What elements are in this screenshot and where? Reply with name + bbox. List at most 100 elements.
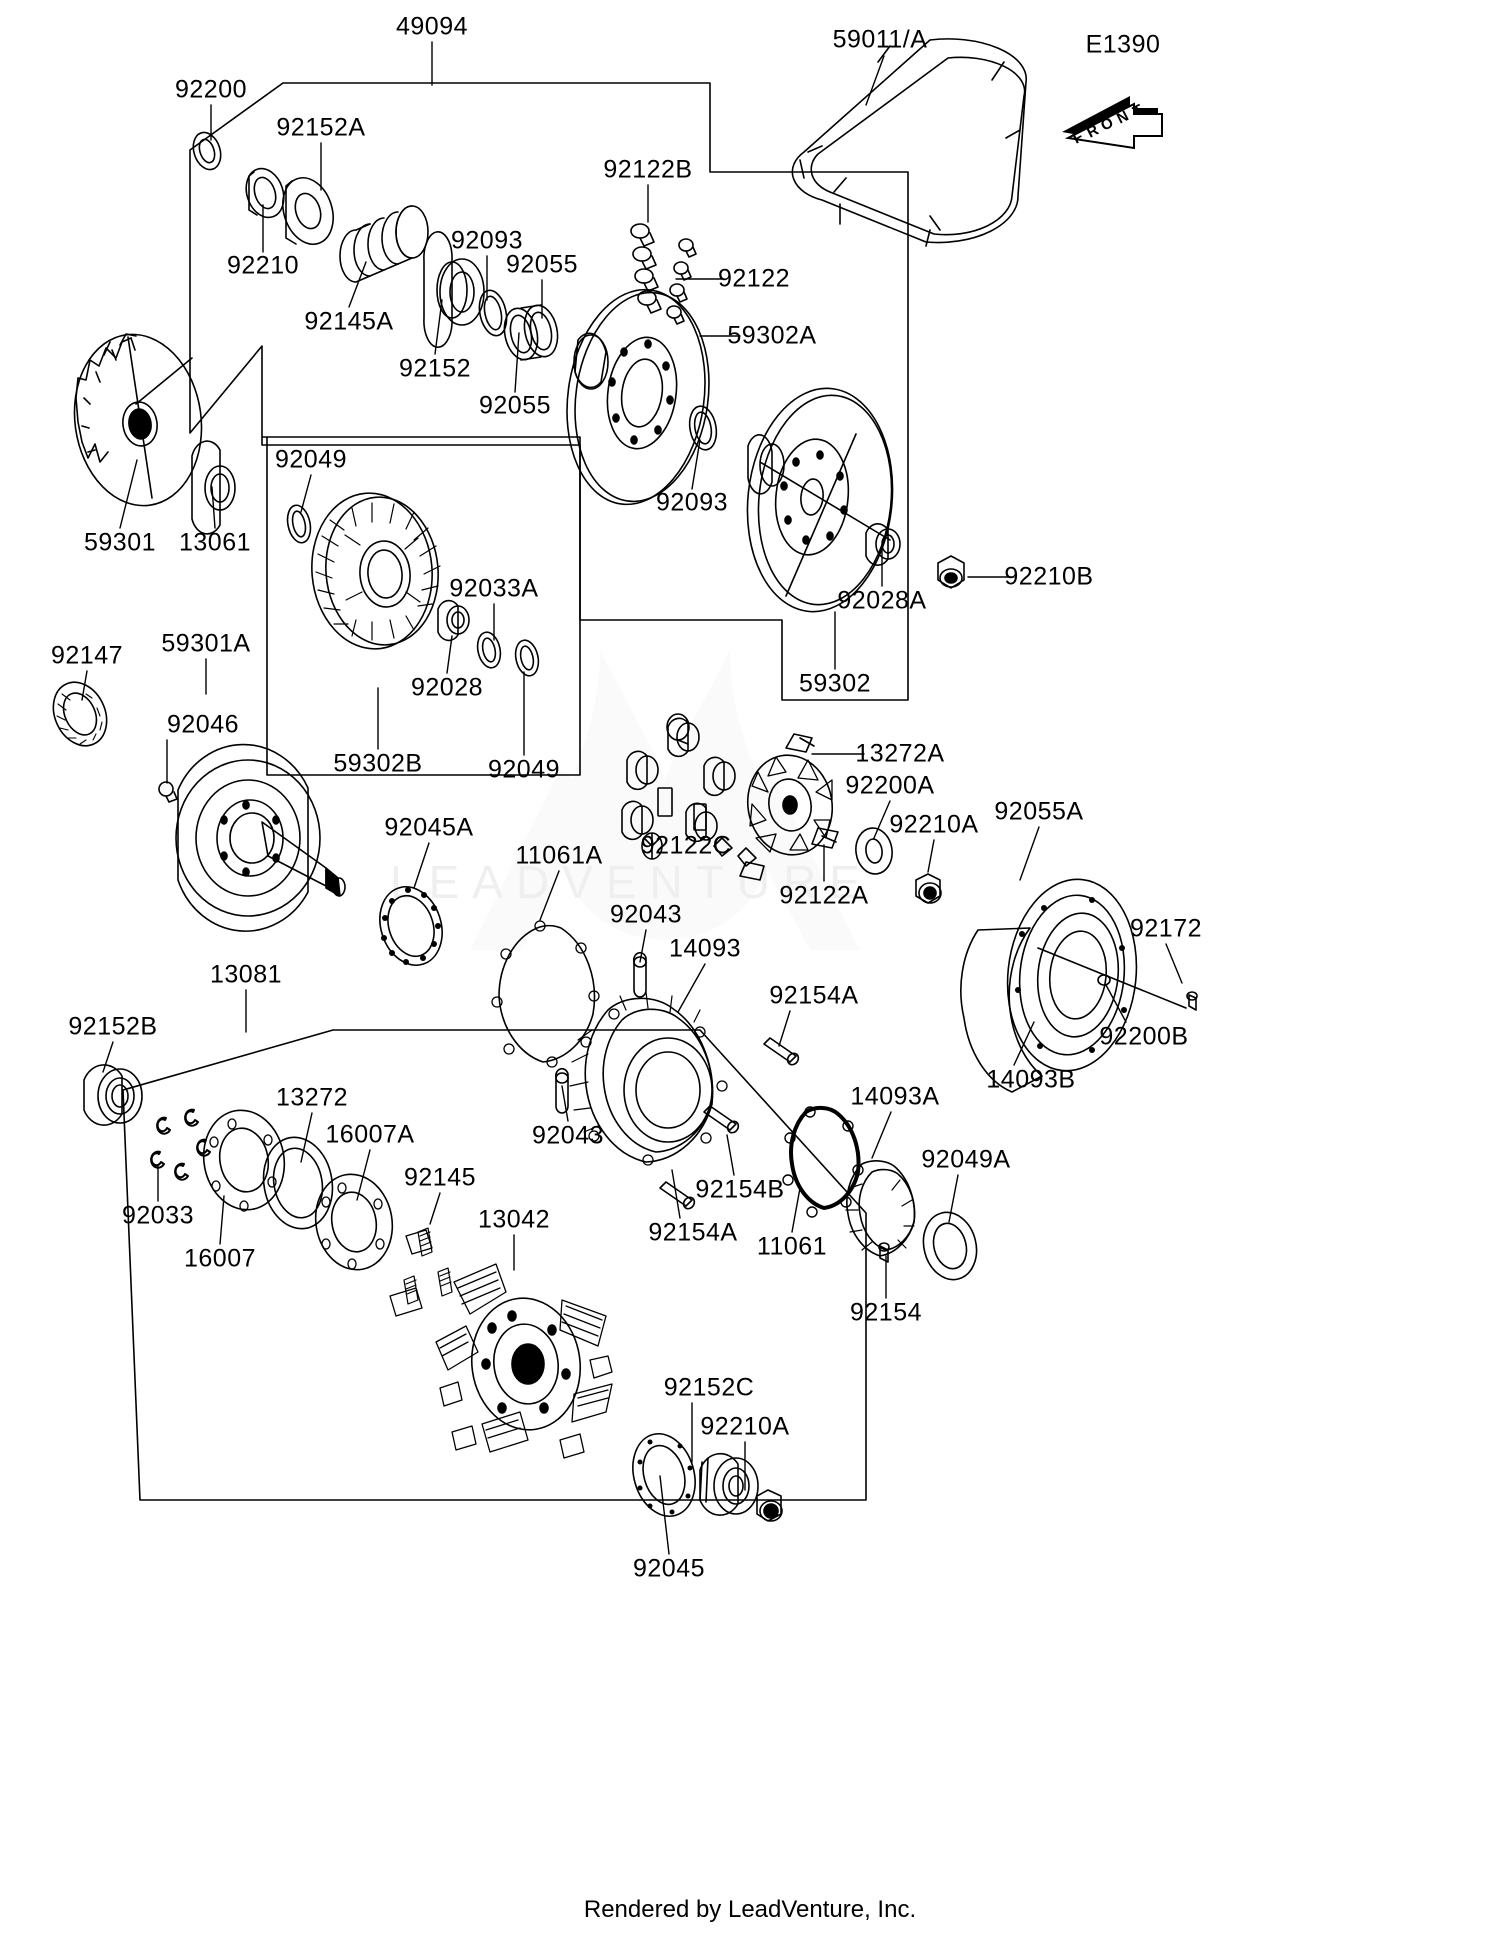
- part-59302-sheave: [746, 387, 894, 613]
- part-11061-gasket-right: [782, 1105, 864, 1218]
- leadventure-watermark-icon: [470, 650, 860, 950]
- part-label-16007a[interactable]: 16007A: [325, 1120, 415, 1149]
- part-label-59011/a[interactable]: 59011/A: [832, 25, 928, 54]
- part-label-92046[interactable]: 92046: [166, 710, 240, 739]
- part-92152a-washer: [282, 177, 334, 245]
- part-13061-spacer: [191, 440, 236, 535]
- part-92152c-seal: [699, 1452, 759, 1516]
- part-label-92028a[interactable]: 92028A: [837, 586, 927, 615]
- part-label-92152b[interactable]: 92152B: [68, 1012, 158, 1041]
- part-label-59301a[interactable]: 59301A: [161, 629, 251, 658]
- part-label-13061[interactable]: 13061: [178, 528, 252, 557]
- part-label-92033[interactable]: 92033: [121, 1201, 195, 1230]
- part-label-92049a[interactable]: 92049A: [921, 1145, 1011, 1174]
- part-label-92093[interactable]: 92093: [655, 488, 729, 517]
- part-label-92055[interactable]: 92055: [478, 391, 552, 420]
- part-label-92093[interactable]: 92093: [450, 226, 524, 255]
- part-label-92210[interactable]: 92210: [226, 251, 300, 280]
- part-92152b-seal: [83, 1064, 143, 1126]
- part-59301-sheave: [73, 333, 203, 507]
- part-label-92122c[interactable]: 92122C: [640, 831, 732, 860]
- part-92145-springs: [403, 1227, 453, 1305]
- part-92028-bushing: [437, 599, 470, 642]
- part-label-59301[interactable]: 59301: [83, 528, 157, 557]
- part-92093-ring-bottom: [688, 405, 718, 451]
- part-label-92145[interactable]: 92145: [403, 1163, 477, 1192]
- part-label-11061a[interactable]: 11061A: [515, 841, 603, 870]
- part-label-92154[interactable]: 92154: [849, 1298, 923, 1327]
- part-label-92154a[interactable]: 92154A: [648, 1218, 738, 1247]
- part-label-92055[interactable]: 92055: [505, 250, 579, 279]
- part-92043-dowel-pins: [554, 951, 647, 1114]
- part-label-13081[interactable]: 13081: [209, 960, 283, 989]
- part-59302b-ribbed-sheave: [311, 492, 441, 650]
- part-label-92045[interactable]: 92045: [632, 1554, 706, 1583]
- part-label-92154b[interactable]: 92154B: [695, 1175, 785, 1204]
- part-label-13042[interactable]: 13042: [477, 1205, 551, 1234]
- front-direction-icon: F R O N T: [1062, 96, 1163, 150]
- part-label-92152a[interactable]: 92152A: [276, 113, 366, 142]
- part-14093b-cover: [960, 878, 1187, 1093]
- part-92210a-nut-bottom: [756, 1489, 783, 1522]
- part-label-92043[interactable]: 92043: [531, 1121, 605, 1150]
- part-16007-plate: [202, 1109, 286, 1212]
- part-92093-ring-top: [478, 289, 508, 337]
- group-outline-59302b: [261, 436, 581, 776]
- footer-credit: Rendered by LeadVenture, Inc.: [583, 1896, 917, 1923]
- part-label-92033a[interactable]: 92033A: [449, 574, 539, 603]
- part-label-13272a[interactable]: 13272A: [855, 739, 945, 768]
- part-92046-pin: [158, 781, 178, 803]
- part-label-92122[interactable]: 92122: [717, 264, 791, 293]
- part-label-92049[interactable]: 92049: [487, 755, 561, 784]
- part-92033a-ring: [476, 631, 502, 669]
- part-label-92154a[interactable]: 92154A: [769, 981, 859, 1010]
- part-label-92145a[interactable]: 92145A: [304, 307, 394, 336]
- part-92122-bolts-cluster: [630, 223, 697, 325]
- part-label-14093[interactable]: 14093: [668, 934, 742, 963]
- part-11061a-gasket: [491, 920, 600, 1068]
- part-label-92210b[interactable]: 92210B: [1004, 562, 1094, 591]
- part-label-59302a[interactable]: 59302A: [727, 321, 817, 350]
- part-label-92028[interactable]: 92028: [410, 673, 484, 702]
- part-label-92045a[interactable]: 92045A: [384, 813, 474, 842]
- part-92055-rings: [503, 304, 559, 361]
- part-label-92152[interactable]: 92152: [398, 354, 472, 383]
- part-92045a-bearing: [379, 886, 443, 966]
- part-label-92210a[interactable]: 92210A: [889, 810, 979, 839]
- part-label-92043[interactable]: 92043: [609, 900, 683, 929]
- part-92154-pin: [878, 1242, 890, 1263]
- part-label-92147[interactable]: 92147: [50, 641, 124, 670]
- part-13042-clutch-assembly: [389, 1229, 613, 1459]
- part-label-59302b[interactable]: 59302B: [333, 749, 423, 778]
- part-label-92200a[interactable]: 92200A: [845, 771, 935, 800]
- part-92049-ring-lower: [514, 639, 540, 677]
- part-label-13272[interactable]: 13272: [275, 1083, 349, 1112]
- part-label-e1390[interactable]: E1390: [1085, 30, 1161, 59]
- part-label-59302[interactable]: 59302: [798, 669, 872, 698]
- part-label-92049[interactable]: 92049: [274, 445, 348, 474]
- part-label-92152c[interactable]: 92152C: [663, 1373, 755, 1402]
- part-label-11061[interactable]: 11061: [756, 1232, 828, 1261]
- part-label-92172[interactable]: 92172: [1129, 914, 1203, 943]
- part-label-92122b[interactable]: 92122B: [603, 155, 693, 184]
- part-92147-bearing: [52, 681, 108, 747]
- part-label-16007[interactable]: 16007: [183, 1244, 257, 1273]
- part-label-49094[interactable]: 49094: [395, 12, 469, 41]
- part-label-92122a[interactable]: 92122A: [779, 881, 869, 910]
- part-16007a-plate: [314, 1173, 394, 1271]
- part-92200b-washer: [1097, 974, 1111, 986]
- part-92045-bearing: [632, 1432, 696, 1518]
- part-label-92210a[interactable]: 92210A: [700, 1412, 790, 1441]
- part-label-14093b[interactable]: 14093B: [986, 1065, 1076, 1094]
- part-13272a-fan: [739, 733, 839, 881]
- part-label-92200b[interactable]: 92200B: [1099, 1022, 1189, 1051]
- part-label-92200[interactable]: 92200: [174, 75, 248, 104]
- part-92145a-spring: [339, 205, 429, 283]
- part-59302a-sheave: [566, 288, 710, 506]
- part-label-92055a[interactable]: 92055A: [994, 797, 1084, 826]
- part-92049-ring-top: [286, 504, 312, 544]
- part-14093a-ring: [845, 1160, 916, 1257]
- part-92028a-bushing: [865, 523, 901, 566]
- part-label-14093a[interactable]: 14093A: [850, 1082, 940, 1111]
